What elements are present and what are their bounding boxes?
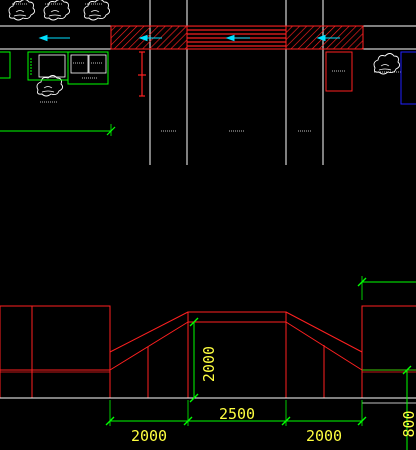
green-box-inner (38, 54, 66, 78)
left-ramp-top (109, 311, 189, 353)
dim-tick (189, 317, 199, 327)
red-box (325, 51, 353, 92)
cyan-arrow (38, 34, 70, 42)
plan-view (0, 0, 416, 165)
dim-right-ramp: 2000 (306, 427, 342, 445)
section-view: 2000 2000 2500 2000 800 (0, 276, 416, 450)
tree-symbol (8, 0, 36, 21)
dim-left-ramp: 2000 (131, 427, 167, 445)
dim-tick (183, 416, 193, 426)
right-block (361, 305, 416, 399)
tree-symbol (36, 75, 64, 97)
cyan-arrow (138, 34, 162, 42)
cyan-arrow (225, 34, 250, 42)
green-box (27, 51, 69, 81)
white-box (88, 54, 107, 74)
tree-symbol (83, 0, 111, 21)
tree-symbol (373, 53, 401, 75)
tree-symbol (43, 0, 71, 21)
green-box (67, 51, 109, 85)
green-box (0, 51, 11, 79)
dim-tick (105, 416, 115, 426)
dim-tick (357, 416, 367, 426)
dim-tick (357, 277, 367, 287)
left-ramp-low (109, 321, 189, 371)
white-box (70, 54, 89, 74)
right-ramp-top (285, 311, 363, 353)
red-marker (138, 51, 146, 97)
dim-ramp-height: 2000 (200, 346, 218, 382)
dim-top-width: 2500 (219, 405, 255, 423)
dim-right-edge: 800 (400, 410, 416, 437)
blue-box (400, 51, 416, 105)
dim-tick (189, 393, 199, 403)
left-block (0, 305, 111, 399)
cyan-arrow (316, 34, 340, 42)
dim-tick (281, 416, 291, 426)
